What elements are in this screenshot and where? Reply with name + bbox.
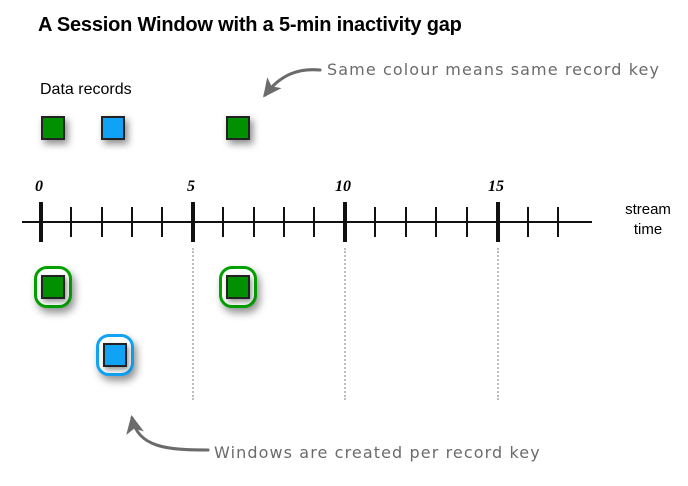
axis-caption: stream time	[612, 200, 684, 240]
session-window-blue-1	[96, 334, 134, 376]
axis-tick-minor-3	[131, 207, 133, 237]
axis-tick-minor-14	[466, 207, 468, 237]
data-record-green-2	[226, 116, 250, 140]
axis-tick-minor-13	[435, 207, 437, 237]
axis-tick-minor-1	[70, 207, 72, 237]
axis-tick-minor-9	[313, 207, 315, 237]
axis-tick-major-10	[343, 202, 347, 242]
axis-caption-line1: stream	[625, 201, 671, 218]
data-records-label: Data records	[40, 81, 132, 98]
dotted-guide-15	[497, 248, 499, 400]
axis-tick-minor-2	[101, 207, 103, 237]
axis-tick-minor-6	[222, 207, 224, 237]
axis-label-10: 10	[335, 178, 351, 195]
axis-tick-major-0	[39, 202, 43, 242]
window-record-blue-1	[103, 343, 127, 367]
axis-tick-major-15	[496, 202, 500, 242]
axis-label-15: 15	[488, 178, 504, 195]
axis-label-0: 0	[35, 178, 43, 195]
axis-tick-minor-11	[374, 207, 376, 237]
axis-tick-major-5	[191, 202, 195, 242]
axis-caption-line2: time	[633, 221, 663, 238]
session-window-green-1	[34, 266, 72, 308]
axis-tick-minor-12	[405, 207, 407, 237]
data-record-green-1	[41, 116, 65, 140]
axis-tick-minor-8	[283, 207, 285, 237]
page-title: A Session Window with a 5-min inactivity…	[38, 14, 462, 36]
window-record-green-2	[226, 275, 250, 299]
axis-label-5: 5	[187, 178, 195, 195]
axis-tick-minor-7	[253, 207, 255, 237]
axis-tick-minor-16	[527, 207, 529, 237]
arrow-bottom-icon	[126, 414, 210, 452]
dotted-guide-5	[192, 248, 194, 400]
annotation-top-text: Same colour means same record key	[327, 60, 661, 79]
axis-tick-minor-4	[161, 207, 163, 237]
data-record-blue-1	[101, 116, 125, 140]
timeline-axis	[22, 221, 592, 223]
window-record-green-1	[41, 275, 65, 299]
session-window-green-2	[219, 266, 257, 308]
annotation-bottom-text: Windows are created per record key	[214, 443, 541, 462]
axis-tick-minor-17	[557, 207, 559, 237]
arrow-top-icon	[263, 68, 322, 98]
dotted-guide-10	[344, 248, 346, 400]
